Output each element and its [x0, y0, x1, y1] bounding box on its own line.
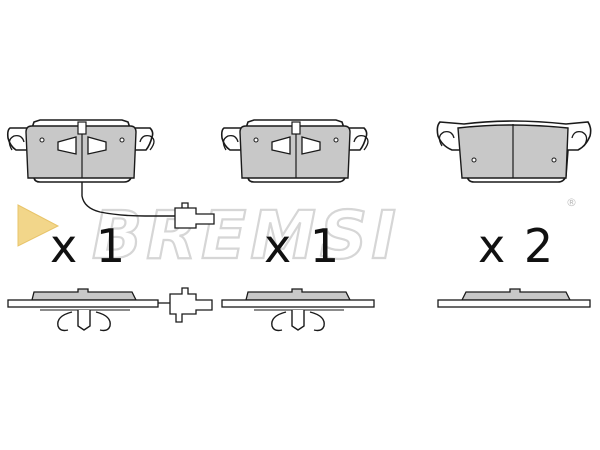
- pad-2-left-ear: [222, 134, 239, 151]
- profile-1-clip-right-icon: [95, 311, 111, 332]
- pad-1-clip-tab: [77, 121, 87, 135]
- profile-2-clip-center-icon: [291, 310, 305, 331]
- profile-1-sensor-connector: [169, 287, 213, 323]
- pad-3-right-ear: [571, 130, 588, 147]
- brake-pad-3-back-view: [436, 120, 592, 183]
- brake-pad-2-side-profile: [221, 288, 375, 332]
- brake-pad-1-side-profile: [7, 287, 213, 332]
- profile-1-backing-plate: [7, 299, 159, 308]
- pad-2-spring-clip: [271, 136, 321, 155]
- profile-2-clip-left-icon: [271, 311, 287, 332]
- pad-2-right-ear: [353, 134, 369, 151]
- pad-1-rivet-left: [39, 137, 45, 143]
- pad-2-clip-tab: [291, 121, 301, 135]
- profile-1-friction: [31, 288, 138, 301]
- brake-pad-2-front-view: [220, 119, 369, 183]
- quantity-label-pad-3: x 2: [478, 219, 555, 273]
- brake-pad-3-side-profile: [437, 288, 591, 308]
- profile-2-friction: [245, 288, 352, 301]
- profile-1-clip-center-icon: [77, 310, 91, 331]
- wear-sensor-wire: [81, 182, 175, 217]
- pad-1-left-ear: [8, 134, 25, 151]
- pad-2-rivet-left: [253, 137, 259, 143]
- profile-3-backing-plate: [437, 299, 591, 308]
- pad-3-left-ear: [438, 130, 455, 147]
- profile-2-clip-right-icon: [309, 311, 325, 332]
- watermark-text: BREMSI: [92, 197, 400, 274]
- pad-1-friction-material: [25, 125, 137, 179]
- profile-3-friction: [460, 288, 572, 301]
- brake-pad-1-front-view: [6, 119, 215, 229]
- watermark-arrow-icon: [17, 204, 60, 247]
- profile-2-backing-plate: [221, 299, 375, 308]
- pad-3-rivet-right: [551, 157, 557, 163]
- pad-2-rivet-right: [333, 137, 339, 143]
- brand-watermark: BREMSI ®: [17, 196, 577, 275]
- wear-sensor-connector: [174, 202, 215, 229]
- pad-3-rivet-left: [471, 157, 477, 163]
- profile-1-clip-left-icon: [57, 311, 73, 332]
- watermark-registered-mark: ®: [566, 196, 577, 209]
- quantity-label-pad-1: x 1: [50, 219, 127, 273]
- pad-1-rivet-right: [119, 137, 125, 143]
- pad-2-friction-material: [239, 125, 351, 179]
- quantity-label-pad-2: x 1: [264, 219, 341, 273]
- pad-1-spring-clip: [57, 136, 107, 155]
- pad-1-right-ear: [139, 134, 155, 151]
